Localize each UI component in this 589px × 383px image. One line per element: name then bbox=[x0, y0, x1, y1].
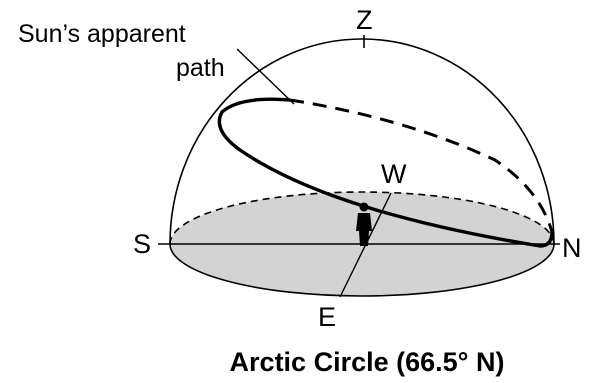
label-zenith: Z bbox=[356, 5, 373, 35]
label-east: E bbox=[318, 302, 336, 332]
diagram-caption: Arctic Circle (66.5° N) bbox=[230, 347, 505, 377]
annotation-line1: Sun’s apparent bbox=[18, 20, 186, 48]
annotation-line2: path bbox=[176, 54, 225, 82]
label-west: W bbox=[381, 159, 407, 189]
label-south: S bbox=[133, 229, 151, 259]
annotation-leader bbox=[237, 49, 294, 104]
label-north: N bbox=[562, 233, 582, 263]
